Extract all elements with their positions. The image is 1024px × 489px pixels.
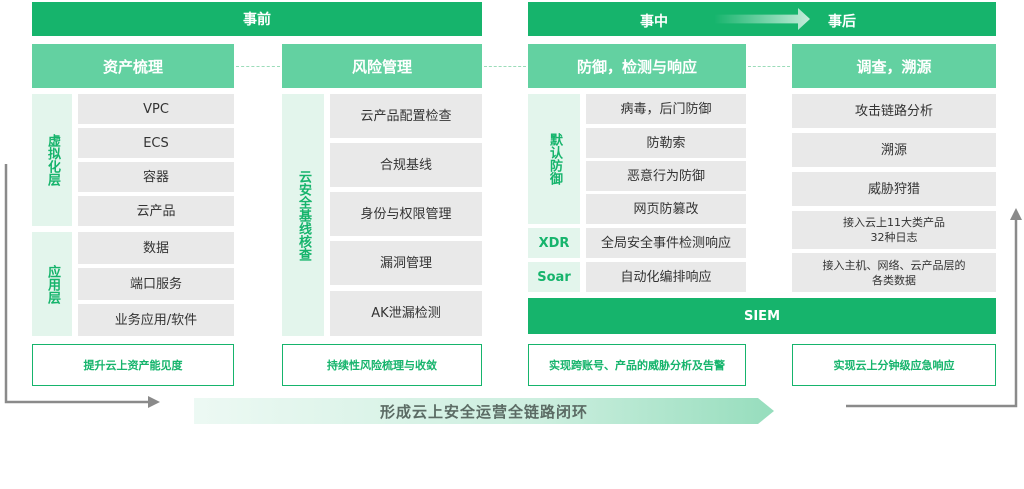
xdr-label: XDR [528,228,580,258]
list-item: 防勒索 [586,128,746,158]
col4-header-label: 调查，溯源 [856,57,932,76]
col1-footer-label: 提升云上资产能见度 [83,359,183,372]
col3-footer-label: 实现跨账号、产品的威胁分析及告警 [549,359,725,372]
list-item: 自动化编排响应 [586,262,746,292]
phase-after-label: 事后 [828,14,856,30]
col1-header: 资产梳理 [32,44,234,88]
layer-virtual-text: 虚拟化层 [45,134,60,186]
baseline-check-label: 云安全基线核查 [282,94,324,336]
layer-app-text: 应用层 [45,264,60,304]
col2-footer-label: 持续性风险梳理与收敛 [327,359,437,372]
right-flow-arrow-icon [846,208,1022,408]
phase-arrow-icon [714,8,810,30]
connector-dash [748,66,790,67]
list-item: VPC [78,94,234,124]
col1-footer: 提升云上资产能见度 [32,344,234,386]
list-item: 数据 [78,232,234,264]
list-item: 云产品配置检查 [330,94,482,138]
col2-footer: 持续性风险梳理与收敛 [282,344,482,386]
list-item: 合规基线 [330,143,482,187]
phase-during-label: 事中 [640,14,668,30]
phase-before-bar: 事前 [32,2,482,36]
siem-label: SIEM [743,308,781,324]
list-item: 云产品 [78,196,234,226]
list-item: 溯源 [792,133,996,167]
default-defense-label: 默认防御 [528,94,580,224]
list-item: 攻击链路分析 [792,94,996,128]
list-item: 恶意行为防御 [586,161,746,191]
list-item: AK泄漏检测 [330,291,482,336]
list-item: 容器 [78,162,234,192]
list-item: ECS [78,128,234,158]
col3-footer: 实现跨账号、产品的威胁分析及告警 [528,344,746,386]
layer-app-label: 应用层 [32,232,72,336]
siem-bar: SIEM [528,298,996,334]
left-flow-arrow-icon [4,164,160,408]
col3-header: 防御，检测与响应 [528,44,746,88]
list-item: 接入主机、网络、云产品层的 各类数据 [792,253,996,292]
connector-dash [484,66,526,67]
list-item: 威胁狩猎 [792,172,996,206]
list-item: 漏洞管理 [330,241,482,285]
col3-header-label: 防御，检测与响应 [576,57,697,76]
col4-footer: 实现云上分钟级应急响应 [792,344,996,386]
phase-during-after-bar: 事中 事后 [528,2,996,36]
list-item: 网页防篡改 [586,194,746,224]
col4-footer-label: 实现云上分钟级应急响应 [833,359,955,372]
baseline-check-text: 云安全基线核查 [296,169,311,261]
col4-header: 调查，溯源 [792,44,996,88]
bottom-banner: 形成云上安全运营全链路闭环 [194,398,774,424]
connector-dash [236,66,280,67]
default-defense-text: 默认防御 [547,133,562,185]
list-item: 全局安全事件检测响应 [586,228,746,258]
phase-before-label: 事前 [243,12,271,28]
list-item: 病毒，后门防御 [586,94,746,124]
list-item: 接入云上11大类产品 32种日志 [792,211,996,249]
col1-header-label: 资产梳理 [102,57,163,76]
col2-header-label: 风险管理 [351,57,412,76]
list-item: 身份与权限管理 [330,192,482,236]
layer-virtual-label: 虚拟化层 [32,94,72,226]
list-item: 端口服务 [78,268,234,300]
bottom-banner-label: 形成云上安全运营全链路闭环 [379,402,588,421]
col2-header: 风险管理 [282,44,482,88]
list-item: 业务应用/软件 [78,304,234,336]
soar-label: Soar [528,262,580,292]
